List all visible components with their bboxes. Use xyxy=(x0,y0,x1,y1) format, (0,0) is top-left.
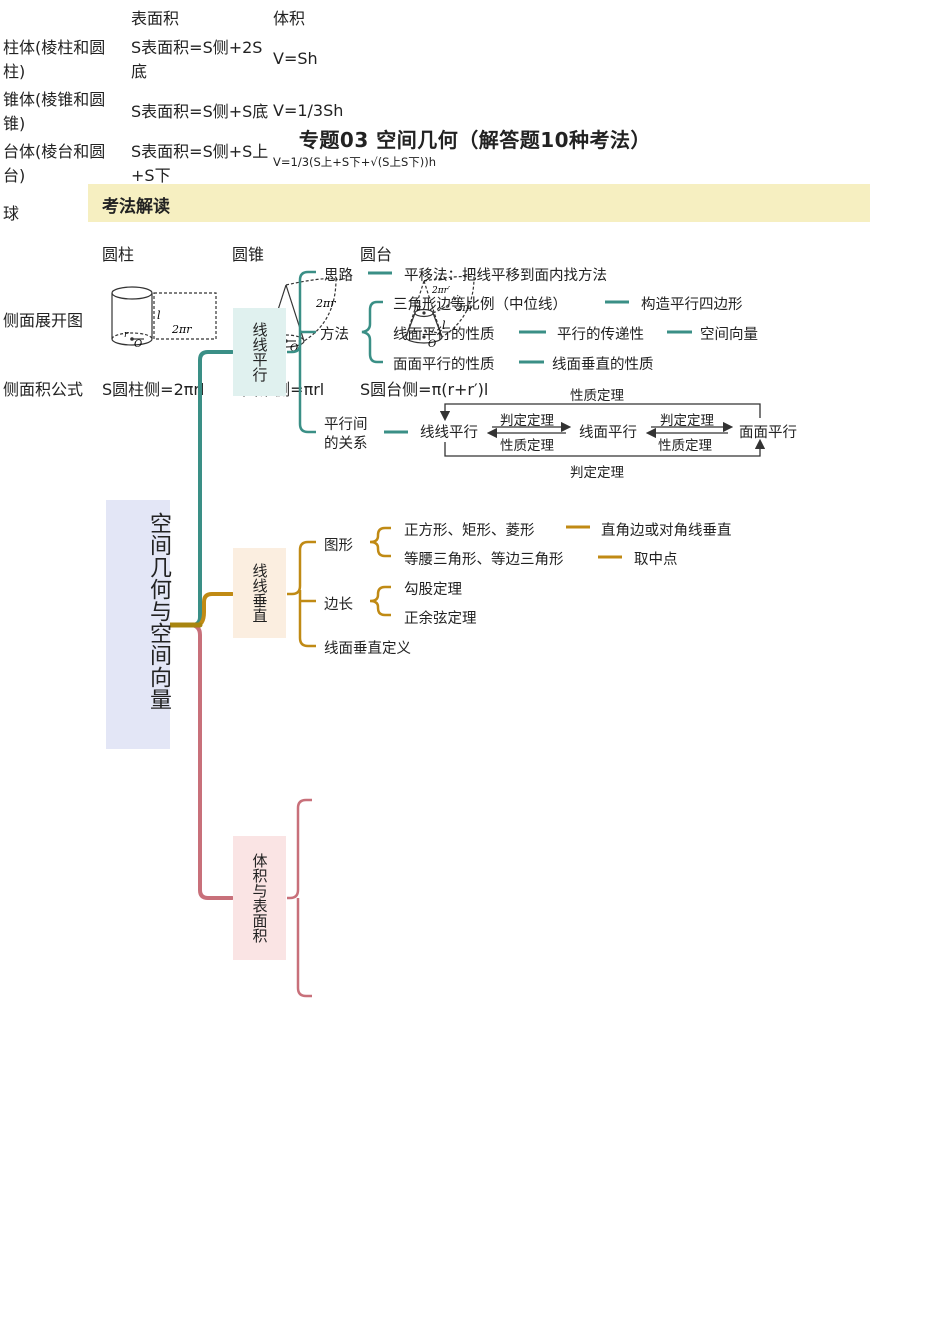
tbl1-volume: V=Sh xyxy=(273,48,318,68)
silu-label: 思路 xyxy=(324,268,353,284)
tbl1-name: 柱体(棱柱和圆柱) xyxy=(3,38,106,81)
cylinder-o-label: O xyxy=(134,339,142,350)
relation-arrows xyxy=(439,403,766,457)
tbl1-volume: V=1/3(S上+S下+√(S上S下))h xyxy=(273,155,437,169)
cone-2pir-label: 2πr xyxy=(315,297,336,310)
rel-prop-2: 性质定理 xyxy=(658,438,712,454)
category-parallel-label: 线线平行 xyxy=(250,322,269,382)
method-2b: 平行的传递性 xyxy=(557,327,644,343)
branch1-bracket xyxy=(287,270,692,434)
category-volume-area-label: 体积与表面积 xyxy=(250,853,269,943)
method-2c: 空间向量 xyxy=(700,327,758,343)
frustum-net-figure: 2πr′ 2πr l r O xyxy=(359,269,515,369)
category-parallel: 线线平行 xyxy=(233,308,286,396)
rel-judge-1: 判定定理 xyxy=(500,413,554,429)
root-connectors xyxy=(167,350,234,900)
method-1a: 三角形边等比例（中位线） xyxy=(393,297,567,313)
tbl1-header-area: 表面积 xyxy=(131,8,180,28)
table-row: 台体(棱台和圆台) S表面积=S侧+S上+S下 V=1/3(S上+S下+√(S上… xyxy=(2,137,439,187)
rel-judge-2: 判定定理 xyxy=(660,413,714,429)
section-label: 考法解读 xyxy=(102,197,170,217)
tbl1-area: S表面积=S侧+S底 xyxy=(131,102,269,121)
shape-2a: 等腰三角形、等边三角形 xyxy=(404,552,564,568)
shape-1a: 正方形、矩形、菱形 xyxy=(404,523,535,539)
tbl2-header-cone: 圆锥 xyxy=(232,244,265,264)
method-1b: 构造平行四边形 xyxy=(641,297,743,313)
cylinder-l-label: l xyxy=(157,309,161,322)
tbl1-area: S表面积=S侧+S上+S下 xyxy=(131,142,269,185)
cylinder-2pir-label: 2πr xyxy=(171,323,192,336)
relation-label-2: 的关系 xyxy=(324,436,368,452)
cylinder-net-figure-svg: l 2πr r O xyxy=(111,286,217,350)
tbl2-formula-frustum: S圆台侧=π(r+r′)l xyxy=(360,379,489,399)
rel-prop-1: 性质定理 xyxy=(500,438,554,454)
tbl2-header-frustum: 圆台 xyxy=(360,244,393,264)
silu-text: 平移法：把线平移到面内找方法 xyxy=(404,268,607,284)
document-title: 专题03 空间几何（解答题10种考法） xyxy=(298,128,652,152)
frustum-r-top-label: r xyxy=(416,304,421,314)
tbl1-name: 球 xyxy=(3,203,20,223)
tbl1-area: S表面积=S侧+2S底 xyxy=(131,38,263,81)
category-perpendicular: 线线垂直 xyxy=(233,548,286,638)
method-label: 方法 xyxy=(320,327,349,343)
cylinder-net-figure: l 2πr r O xyxy=(101,269,229,369)
perp-def: 线面垂直定义 xyxy=(324,641,411,657)
tbl1-name: 锥体(棱锥和圆锥) xyxy=(3,90,106,133)
frustum-net-figure-svg: 2πr′ 2πr l r O xyxy=(405,275,475,350)
shape-label: 图形 xyxy=(324,538,353,554)
edge-label: 边长 xyxy=(324,597,353,613)
frustum-2pirp-label: 2πr′ xyxy=(431,286,450,296)
table-row: 锥体(棱锥和圆锥) S表面积=S侧+S底 V=1/3Sh xyxy=(2,85,439,135)
rel-line-line: 线线平行 xyxy=(420,425,478,441)
rel-line-plane: 线面平行 xyxy=(579,425,637,441)
shape-1b: 直角边或对角线垂直 xyxy=(601,523,732,539)
frustum-l-label: l xyxy=(442,319,446,332)
branch3-bracket xyxy=(287,798,312,998)
tbl2-formula-cylinder: S圆柱侧=2πrl xyxy=(102,379,205,399)
tbl2-row1-label: 侧面展开图 xyxy=(3,311,84,330)
method-3b: 线面垂直的性质 xyxy=(552,357,654,373)
frustum-2pir-label: 2πr xyxy=(455,303,475,314)
shape-2b: 取中点 xyxy=(634,552,678,568)
cone-o-label: O xyxy=(290,343,298,354)
rel-plane-plane: 面面平行 xyxy=(739,425,797,441)
tbl1-header-volume: 体积 xyxy=(273,8,306,28)
table-row: 柱体(棱柱和圆柱) S表面积=S侧+2S底 V=Sh xyxy=(2,33,439,83)
branch2-bracket xyxy=(287,525,622,648)
root-label: 空间几何与空间向量 xyxy=(146,512,171,710)
tbl2-header-cylinder: 圆柱 xyxy=(102,244,135,264)
tbl1-volume: V=1/3Sh xyxy=(273,100,344,120)
category-perpendicular-label: 线线垂直 xyxy=(250,563,269,623)
category-volume-area: 体积与表面积 xyxy=(233,836,286,960)
frustum-o-label: O xyxy=(428,339,436,350)
root-node: 空间几何与空间向量 xyxy=(106,500,171,749)
edge-1: 勾股定理 xyxy=(404,582,462,598)
section-header-bar: 考法解读 xyxy=(88,184,870,222)
tbl2-row2-label: 侧面积公式 xyxy=(3,379,84,399)
cylinder-r-label: r xyxy=(124,330,129,340)
edge-2: 正余弦定理 xyxy=(404,611,477,627)
rel-top: 性质定理 xyxy=(570,388,624,404)
relation-label-1: 平行间 xyxy=(324,417,368,433)
method-3a: 面面平行的性质 xyxy=(393,357,495,373)
tbl1-name: 台体(棱台和圆台) xyxy=(3,142,106,185)
rel-bottom: 判定定理 xyxy=(570,465,624,481)
method-2a: 线面平行的性质 xyxy=(393,327,495,343)
